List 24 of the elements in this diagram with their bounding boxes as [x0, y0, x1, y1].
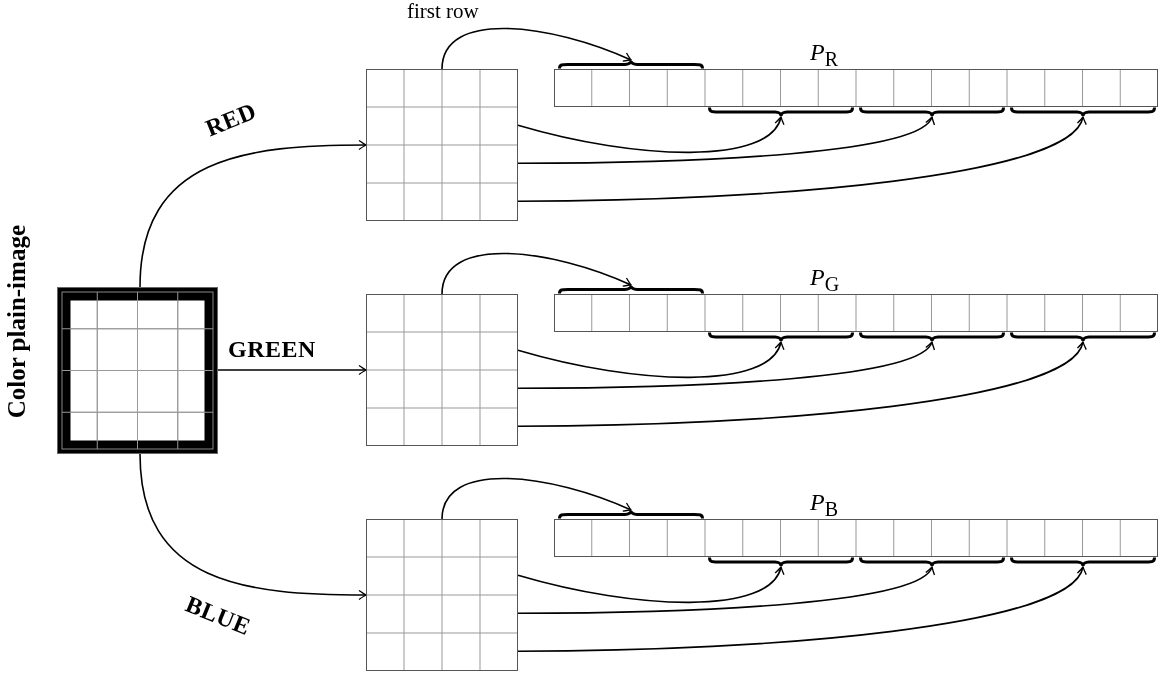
curly-brace [558, 285, 704, 295]
row-vector-label: P$_{R}$ [810, 40, 838, 69]
curly-brace [1010, 106, 1156, 117]
pixel-matrix [366, 519, 518, 671]
curly-brace [1010, 556, 1156, 567]
curly-brace [558, 60, 704, 70]
curly-brace [859, 331, 1005, 342]
pixel-row-strip [554, 519, 1158, 557]
curly-brace [558, 510, 704, 520]
pixel-matrix [366, 294, 518, 446]
pixel-row-strip [554, 69, 1158, 107]
image-grid [57, 287, 218, 454]
curly-brace [708, 556, 854, 567]
curly-brace [859, 556, 1005, 567]
curly-brace [859, 106, 1005, 117]
curly-brace [708, 331, 854, 342]
pixel-matrix [366, 69, 518, 221]
image-title: Color plain-image [4, 225, 29, 419]
edge-label: first row [406, 0, 480, 23]
curly-brace [1010, 331, 1156, 342]
curly-brace [708, 106, 854, 117]
row-vector-label: P$_{G}$ [810, 265, 840, 294]
row-vector-label: P$_{B}$ [810, 490, 838, 519]
pixel-row-strip [554, 294, 1158, 332]
